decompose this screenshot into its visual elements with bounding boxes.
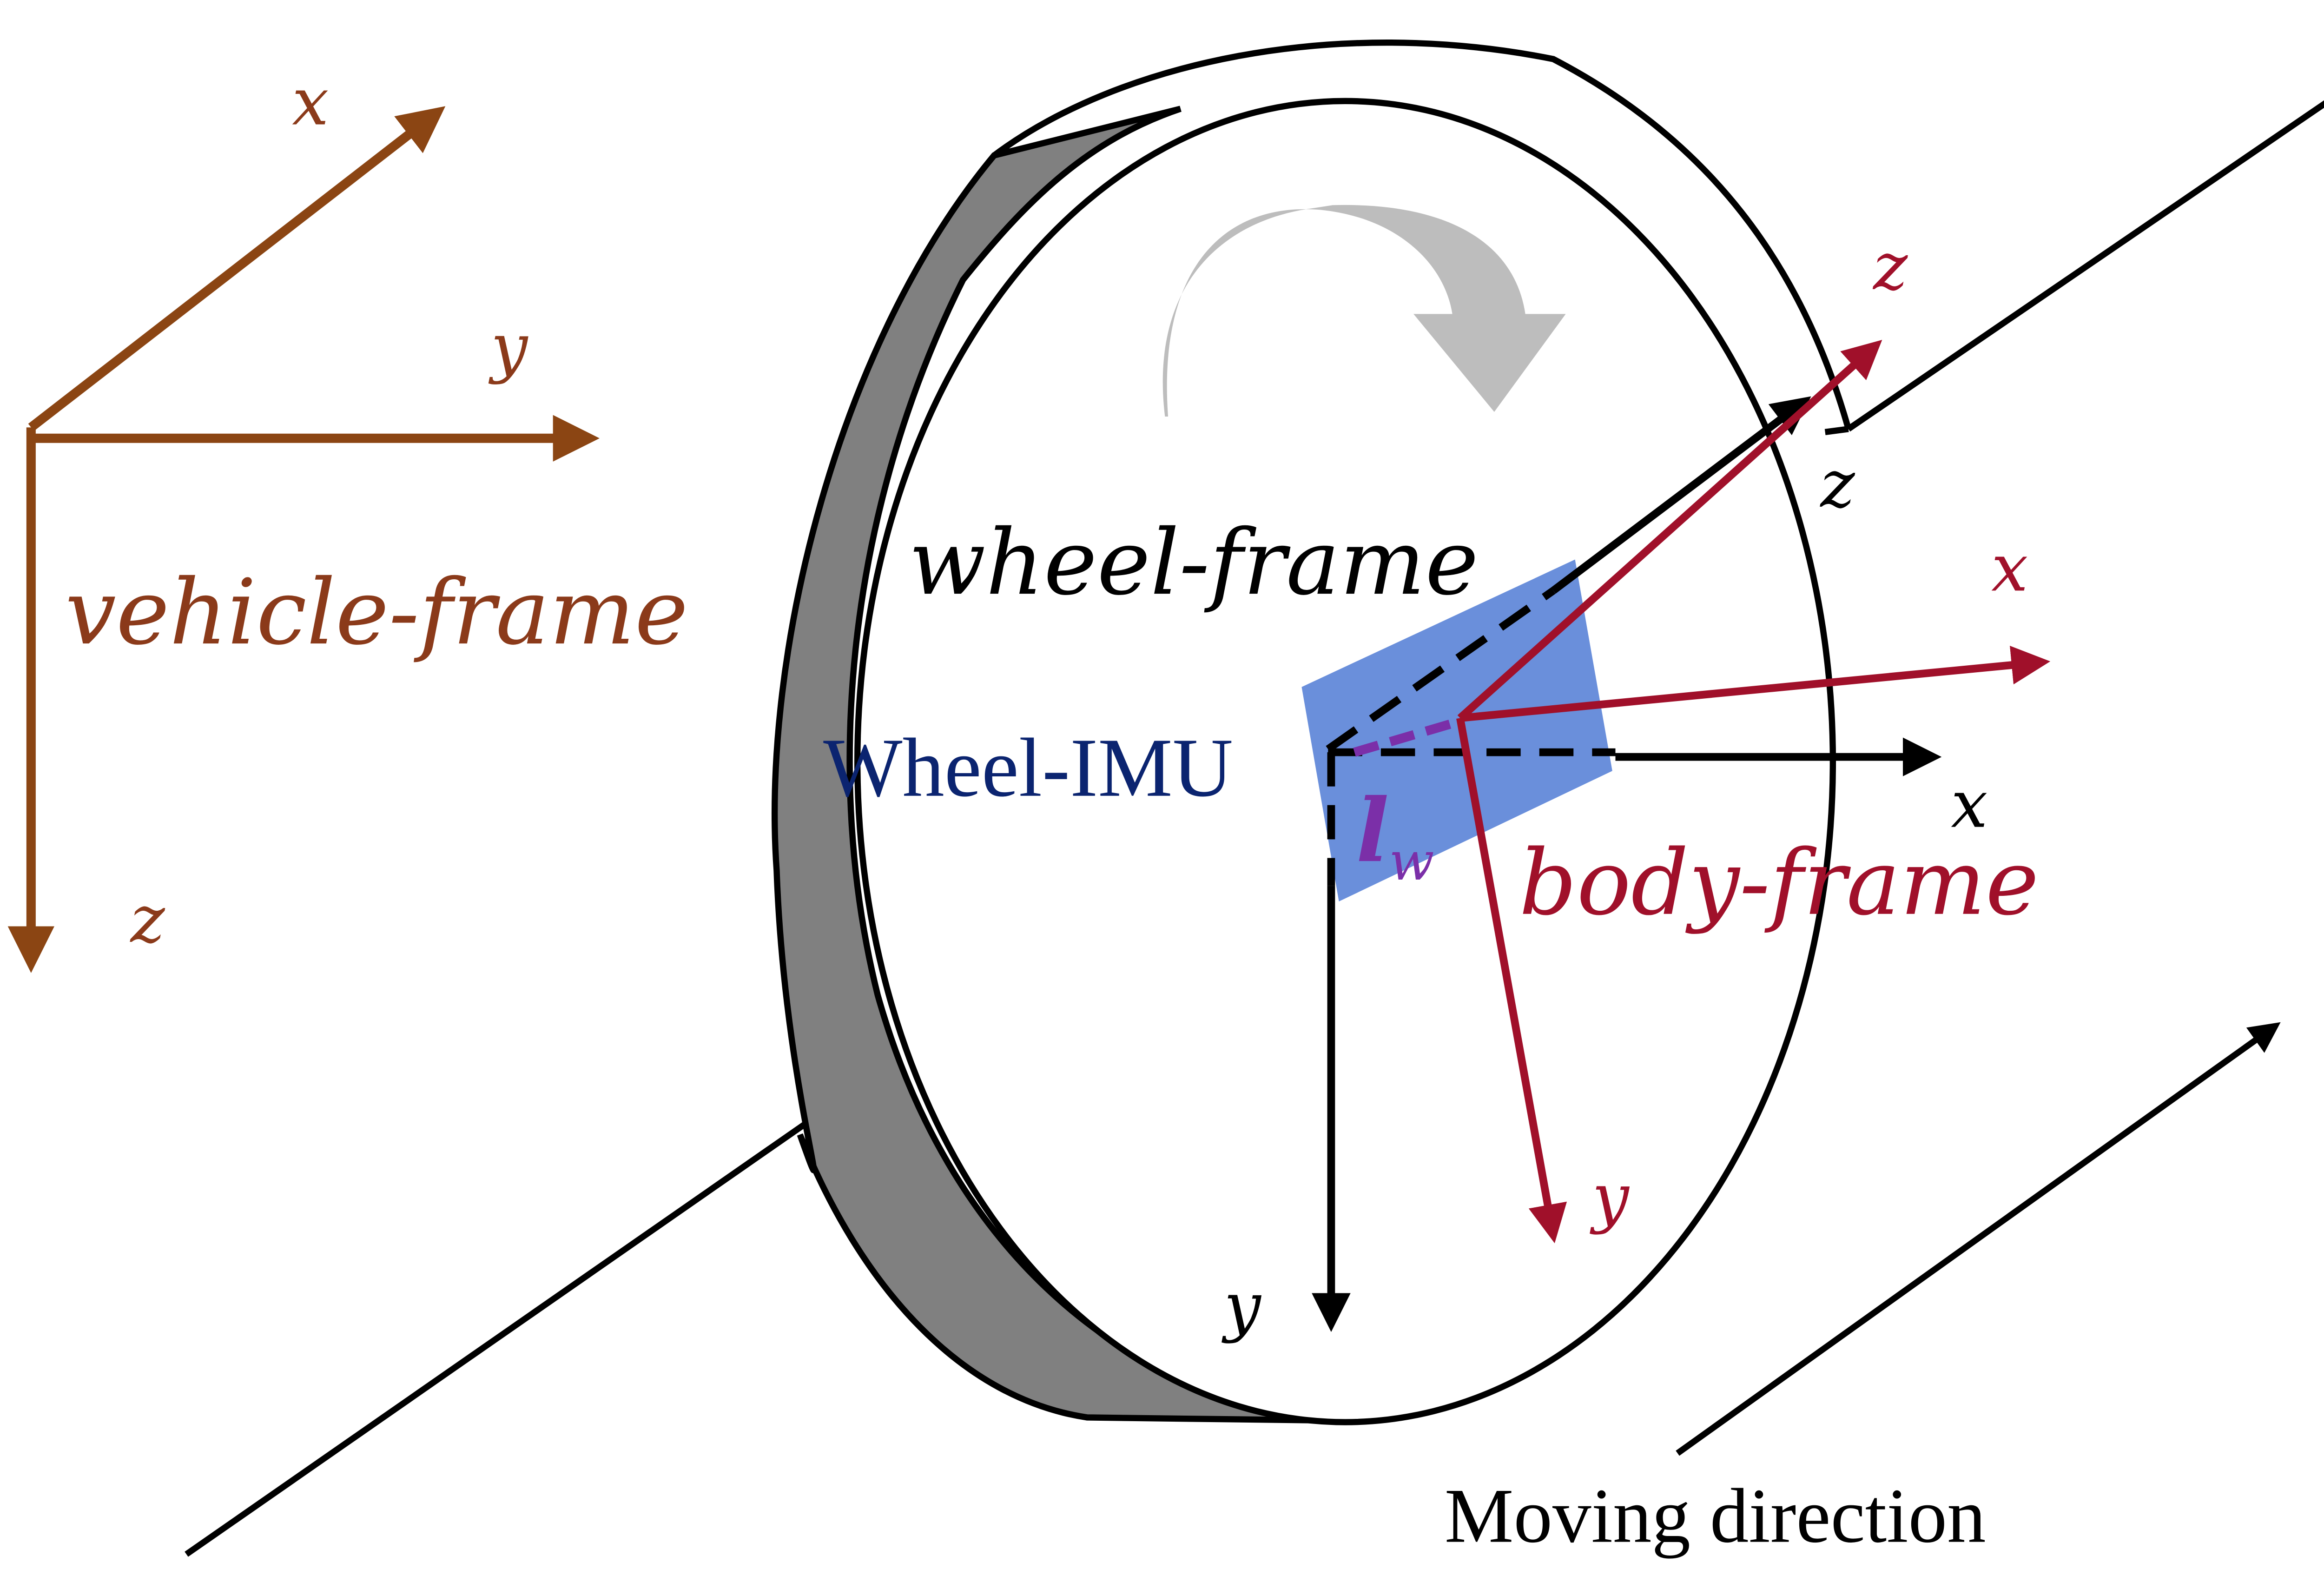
wheel-axis-x-label: x: [1951, 767, 1987, 843]
vehicle-axis-y-label: y: [488, 310, 528, 386]
moving-direction-label: Moving direction: [1445, 1473, 1986, 1559]
body-axis-y-label: y: [1589, 1160, 1630, 1236]
lever-arm-label: lw: [1356, 780, 1434, 892]
wheel-axis-y-label: y: [1221, 1269, 1261, 1344]
wheel-frame-label: wheel-frame: [909, 510, 1479, 615]
vehicle-axis-x-label: x: [292, 64, 329, 140]
lever-arm-line: [1353, 716, 1462, 757]
body-axis-x: [1459, 645, 2051, 722]
vehicle-frame-label: vehicle-frame: [65, 560, 688, 665]
vehicle-axis-x: [28, 106, 446, 431]
body-axis-x-label: x: [1991, 530, 2028, 606]
tire-outer-rim: [992, 40, 1852, 430]
body-axis-z: [1457, 340, 1882, 721]
body-frame-label: body-frame: [1519, 830, 2039, 935]
lever-arm-subscript: w: [1389, 831, 1434, 892]
rotation-arrow-icon: [1162, 205, 1566, 417]
imu-label: Wheel-IMU: [823, 722, 1233, 814]
body-axis-y: [1456, 717, 1567, 1244]
body-frame-axes: [1456, 340, 2051, 1244]
body-axis-z-label: z: [1872, 229, 1908, 305]
wheel-axis-origin-dashed-z: [1326, 587, 1556, 753]
axle-line-back: [185, 1119, 810, 1557]
lever-arm-symbol: l: [1356, 780, 1389, 882]
vehicle-frame-axes: [7, 106, 600, 973]
wheel-frame-axes: [1312, 396, 1942, 1332]
moving-direction-arrow-icon: [1676, 1022, 2281, 1456]
wheel-axis-z-label: z: [1820, 447, 1855, 523]
wheel-axis-z: [1551, 396, 1811, 594]
imu-block: [1301, 559, 1612, 902]
axle-line-front: [1847, 100, 2324, 432]
tire-rim-step: [1824, 426, 1849, 436]
vehicle-axis-z-label: z: [130, 882, 165, 958]
